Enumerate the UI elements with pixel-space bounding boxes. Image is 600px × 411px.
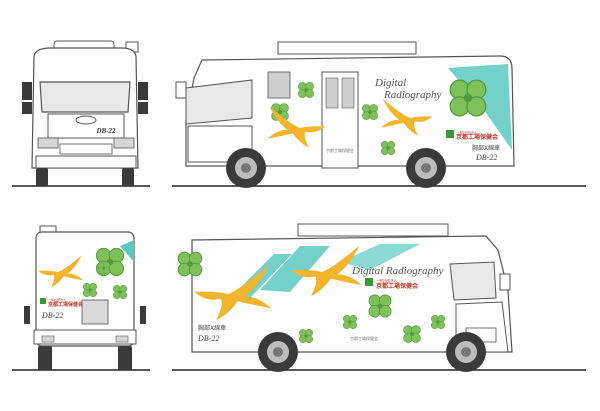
unit-number: DB-22 [475, 153, 497, 162]
left-headlight [37, 137, 59, 149]
logo-digital-radiography: Digital Radiography [351, 265, 443, 277]
organization-logo-icon [40, 298, 46, 304]
clover-icon [368, 294, 392, 318]
front-view: DB-22 [12, 40, 150, 187]
side-mirror [499, 273, 511, 291]
clover-icon [82, 282, 98, 298]
teal-stripe [120, 240, 134, 262]
vent-grille [267, 71, 291, 99]
teal-stripe [260, 246, 330, 292]
rear-left-tire [38, 346, 52, 370]
unit-number: DB-22 [41, 311, 63, 320]
front-unit-number: DB-22 [95, 127, 116, 135]
org-small-label: 一般社団法人 [456, 130, 477, 135]
org-name: 京都工場保健会 [48, 301, 83, 308]
cab-window [449, 261, 497, 301]
brand-emblem-icon [75, 115, 97, 125]
car-name-label: 胸部X線車 [472, 144, 500, 152]
license-plate [59, 143, 113, 155]
clover-icon [380, 140, 396, 156]
rear-view: 一般社団法人 京都工場保健会 DB-22 [12, 225, 150, 371]
organization-logo-icon [446, 130, 454, 138]
side-mirror [175, 81, 187, 99]
left-side-view: Digital Radiography 一般社団法人 京都工場保健会 胸部X線車… [172, 223, 586, 372]
clover-icon [342, 314, 358, 330]
roof-unit [297, 223, 449, 237]
clover-icon [449, 79, 487, 117]
front-right-tire [122, 168, 134, 186]
clover-icon [97, 261, 111, 275]
clover-icon [430, 314, 446, 330]
rear-right-tire [118, 346, 132, 370]
unit-number: DB-22 [197, 334, 219, 343]
front-left-tire [36, 168, 48, 186]
logo-radiography: Radiography [383, 89, 442, 101]
org-small-label: 一般社団法人 [376, 278, 397, 283]
windshield [39, 81, 131, 113]
front-bumper [35, 155, 137, 169]
rear-wheel [258, 332, 298, 372]
logo-digital: Digital [374, 77, 406, 89]
teal-stripe [340, 244, 420, 270]
left-mirror [22, 82, 32, 100]
door-label: 京都工場保健会 [326, 147, 354, 153]
grille [47, 113, 125, 139]
clover-icon [297, 81, 315, 99]
front-wheel [226, 148, 266, 188]
right-mirror [138, 82, 148, 100]
cab-window [185, 79, 253, 125]
right-side-view: 京都工場保健会 Digital Radiography 一般社団法人 京都工場保… [172, 41, 586, 188]
org-small-label: 一般社団法人 [48, 297, 66, 302]
rear-vent-grille [81, 299, 109, 325]
right-headlight [113, 137, 135, 149]
org-name: 京都工場保健会 [376, 282, 419, 290]
car-name-label: 胸部X線車 [198, 324, 226, 332]
roof-unit [277, 41, 417, 55]
rear-bumper [33, 329, 137, 345]
clover-icon [298, 328, 314, 344]
clover-icon [112, 284, 128, 300]
clover-icon [403, 325, 421, 343]
organization-logo-icon [365, 278, 373, 286]
org-name: 京都工場保健会 [456, 133, 499, 141]
clover-icon [177, 251, 203, 277]
door-label: 京都工場保健会 [350, 335, 378, 341]
front-wheel [446, 332, 486, 372]
clover-icon [361, 103, 379, 121]
rear-wheel [406, 148, 446, 188]
